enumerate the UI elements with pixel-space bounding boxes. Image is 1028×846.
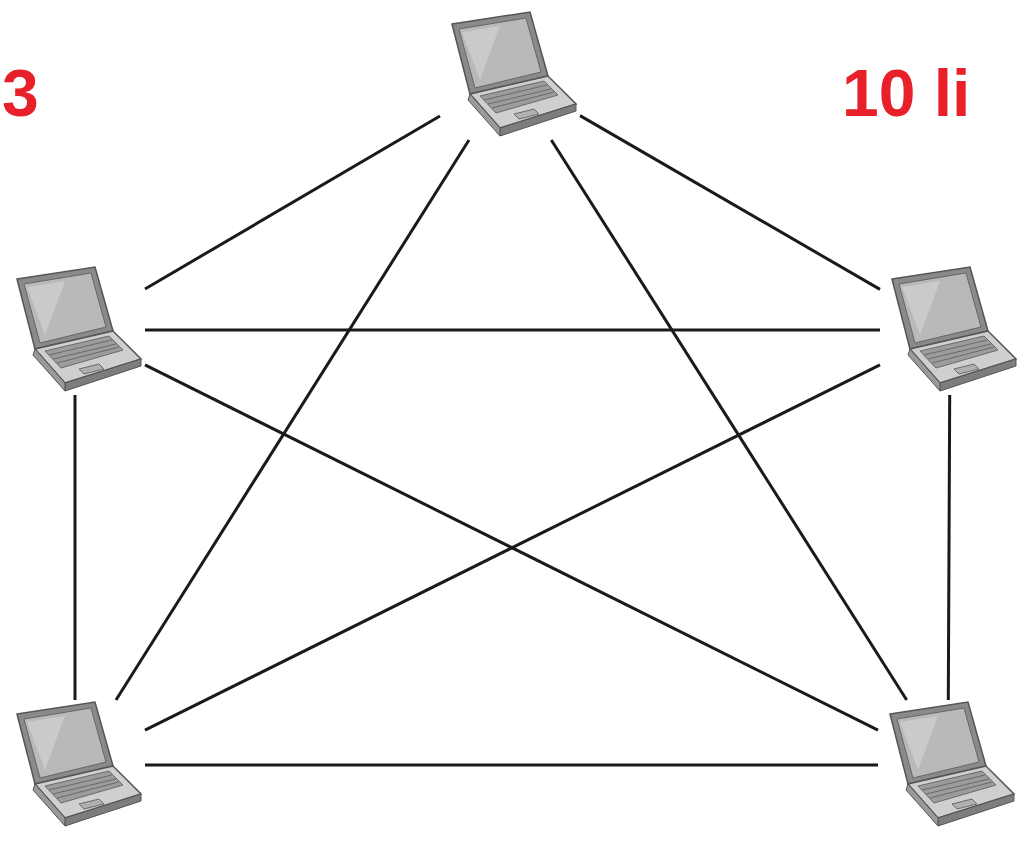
- laptop-icon: [878, 700, 1018, 830]
- laptop-icon: [5, 265, 145, 395]
- laptop-node: [5, 265, 145, 395]
- laptop-icon: [440, 10, 580, 140]
- network-link: [74, 395, 77, 700]
- network-link: [145, 764, 878, 767]
- laptop-node: [878, 700, 1018, 830]
- laptop-icon: [5, 700, 145, 830]
- network-link: [551, 140, 906, 700]
- heading-text: 10 li: [842, 60, 970, 126]
- heading-text: 3: [2, 60, 39, 126]
- network-link: [116, 140, 469, 700]
- laptop-node: [440, 10, 580, 140]
- network-link: [145, 365, 880, 730]
- laptop-node: [880, 265, 1020, 395]
- network-link: [948, 395, 949, 700]
- laptop-icon: [880, 265, 1020, 395]
- laptop-node: [5, 700, 145, 830]
- network-link: [145, 116, 440, 289]
- network-link: [580, 116, 880, 290]
- network-link: [145, 329, 880, 332]
